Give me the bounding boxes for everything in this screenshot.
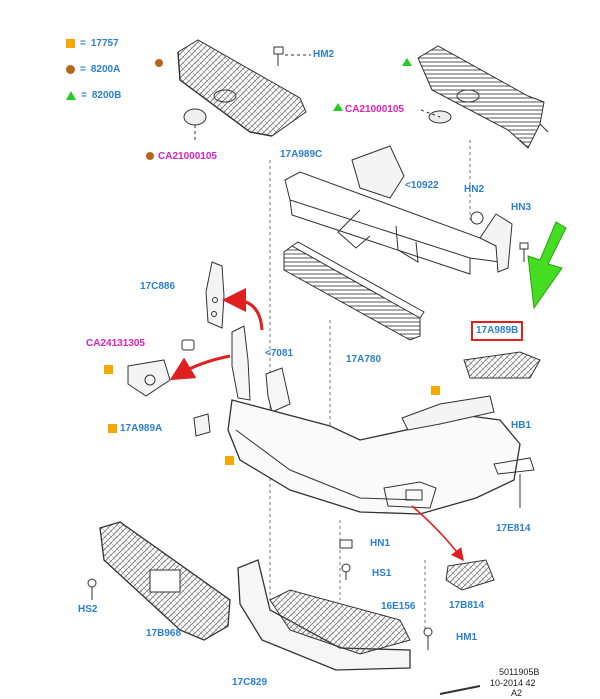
upper-grille-right bbox=[417, 45, 549, 149]
diagram-markers bbox=[104, 58, 440, 465]
legend-code: 17757 bbox=[90, 38, 119, 49]
legend-code: 8200B bbox=[91, 90, 122, 101]
label-17a989c: 17A989C bbox=[280, 149, 323, 160]
upper-grille-left bbox=[177, 39, 307, 137]
label-17b814: 17B814 bbox=[449, 600, 485, 611]
red-arrows bbox=[169, 288, 264, 381]
label-hn3: HN3 bbox=[511, 202, 532, 213]
label-hm2: HM2 bbox=[313, 49, 335, 60]
label-ca21000105-magenta: CA21000105 bbox=[345, 104, 404, 115]
circle-marker-icon bbox=[66, 65, 75, 74]
lower-grille-17b968 bbox=[87, 521, 231, 641]
molding-right bbox=[401, 395, 495, 431]
legend-row-triangle: = 8200B bbox=[66, 90, 121, 101]
label-17a989a: 17A989A bbox=[120, 423, 163, 434]
triangle-marker-icon bbox=[66, 91, 76, 100]
label-17a780: 17A780 bbox=[346, 354, 382, 365]
label-17c829: 17C829 bbox=[232, 677, 268, 688]
tow-cover-left bbox=[127, 359, 171, 397]
label-hb1: HB1 bbox=[511, 420, 532, 431]
fasteners-hn1-hs1 bbox=[339, 539, 353, 580]
bumper-cover bbox=[227, 399, 521, 515]
drawing-date: 10-2014 42 bbox=[490, 678, 536, 688]
side-bracket-7081 bbox=[231, 325, 291, 413]
label-ca21000105-brown: CA21000105 bbox=[158, 151, 217, 162]
label-16e156: 16E156 bbox=[381, 601, 416, 612]
label-7081: <7081 bbox=[265, 348, 294, 359]
emblem-left bbox=[183, 108, 207, 140]
label-17e814: 17E814 bbox=[496, 523, 531, 534]
label-17c886: 17C886 bbox=[140, 281, 176, 292]
legend-equals: = bbox=[80, 38, 86, 49]
square-marker-icon bbox=[66, 39, 75, 48]
label-hs2: HS2 bbox=[78, 604, 98, 615]
label-ca24131305: CA24131305 bbox=[86, 338, 145, 349]
lower-bezel-17b814 bbox=[445, 559, 495, 591]
clip-ca24131305 bbox=[181, 339, 195, 351]
legend-equals: = bbox=[80, 64, 86, 75]
label-hn1: HN1 bbox=[370, 538, 391, 549]
legend-code: 8200A bbox=[90, 64, 121, 75]
lower-grille-16e156 bbox=[237, 559, 481, 695]
drawing-number: 5011905B bbox=[499, 667, 540, 677]
label-10922: <10922 bbox=[405, 180, 439, 191]
screw-hm2 bbox=[273, 46, 311, 66]
bracket-hb1 bbox=[493, 457, 535, 508]
label-17a989b-highlighted: 17A989B bbox=[471, 321, 524, 341]
cover-17a989a bbox=[193, 413, 211, 437]
legend-equals: = bbox=[81, 90, 87, 101]
label-hm1: HM1 bbox=[456, 632, 478, 643]
green-arrow bbox=[527, 221, 567, 310]
label-17b968: 17B968 bbox=[146, 628, 182, 639]
legend-row-circle: = 8200A bbox=[66, 64, 120, 75]
legend-row-square: = 17757 bbox=[66, 38, 119, 49]
label-hn2: HN2 bbox=[464, 184, 485, 195]
label-hs1: HS1 bbox=[372, 568, 392, 579]
energy-absorber bbox=[283, 241, 425, 341]
fog-bezel-17a989b bbox=[463, 351, 541, 379]
drawing-revision: A2 bbox=[511, 688, 523, 698]
bracket-17c886 bbox=[205, 261, 225, 329]
bumper-reinforcement bbox=[284, 145, 529, 275]
